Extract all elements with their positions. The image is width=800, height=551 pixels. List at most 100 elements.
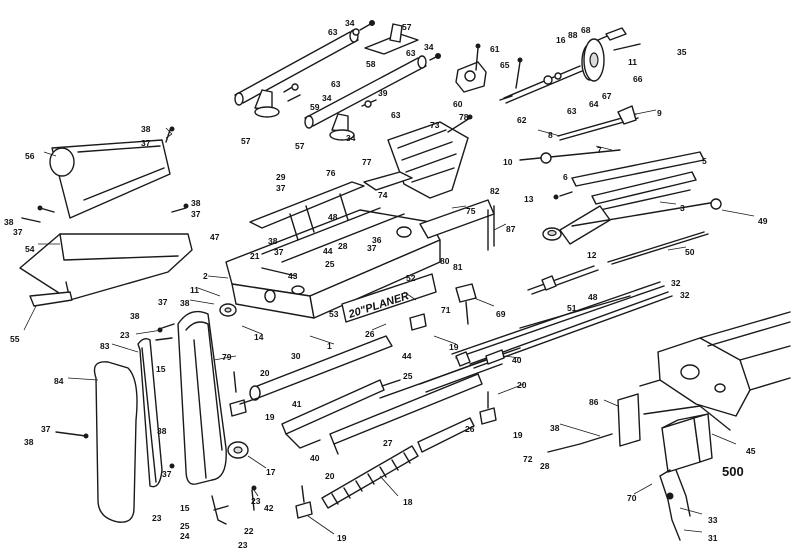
part-number-label: 38: [130, 311, 140, 321]
part-number-label: 26: [465, 424, 475, 434]
part-number-label: 65: [500, 60, 510, 70]
part-number-label: 44: [402, 351, 412, 361]
part-number-label: 53: [329, 309, 339, 319]
part-number-label: 44: [323, 246, 333, 256]
part-number-label: 19: [449, 342, 459, 352]
part-number-label: 6: [563, 172, 568, 182]
part-number-label: 9: [657, 108, 662, 118]
part-number-label: 69: [496, 309, 506, 319]
part-number-label: 48: [328, 212, 338, 222]
part-number-label: 38: [180, 298, 190, 308]
part-number-label: 72: [523, 454, 533, 464]
part-number-label: 2: [203, 271, 208, 281]
part-number-label: 63: [406, 48, 416, 58]
part-number-label: 68: [581, 25, 591, 35]
part-number-label: 15: [180, 503, 190, 513]
part-number-label: 38: [268, 236, 278, 246]
part-number-label: 58: [366, 59, 376, 69]
table-rollers: [239, 335, 521, 509]
part-number-label: 38: [550, 423, 560, 433]
part-number-label: 57: [402, 22, 412, 32]
part-number-label: 25: [403, 371, 413, 381]
part-number-label: 22: [244, 526, 254, 536]
part-number-label: 28: [338, 241, 348, 251]
part-number-label: 32: [671, 278, 681, 288]
part-number-label: 16: [556, 35, 566, 45]
part-number-label: 67: [602, 91, 612, 101]
part-number-label: 35: [677, 47, 687, 57]
part-number-label: 63: [328, 27, 338, 37]
part-number-label: 81: [453, 262, 463, 272]
part-number-label: 20: [260, 368, 270, 378]
part-number-label: 11: [628, 57, 637, 67]
part-number-label: 52: [406, 273, 416, 283]
part-number-label: 79: [222, 352, 232, 362]
part-number-label: 42: [264, 503, 274, 513]
part-number-label: 57: [241, 136, 251, 146]
part-number-label: 37: [274, 247, 284, 257]
part-number-label: 78: [459, 112, 469, 122]
part-number-label: 5: [702, 156, 707, 166]
part-number-label: 84: [54, 376, 64, 386]
part-number-label: 37: [191, 209, 201, 219]
part-number-label: 15: [156, 364, 166, 374]
feed-shafts: [519, 105, 722, 265]
part-number-label: 33: [708, 515, 718, 525]
planer-base: [225, 171, 495, 325]
table-frame: [639, 311, 791, 417]
part-number-label: 87: [506, 224, 516, 234]
part-number-label: 80: [440, 256, 450, 266]
part-number-label: 10: [503, 157, 513, 167]
infeed-table: [19, 126, 193, 307]
part-number-label: 38: [24, 437, 34, 447]
part-number-label: 11: [190, 285, 199, 295]
part-number-label: 23: [238, 540, 248, 550]
part-number-label: 63: [331, 79, 341, 89]
part-number-label: 61: [490, 44, 500, 54]
part-number-label: 14: [254, 332, 264, 342]
part-number-label: 48: [588, 292, 598, 302]
part-number-label: 1: [327, 341, 332, 351]
part-number-label: 40: [310, 453, 320, 463]
part-number-label: 47: [210, 232, 220, 242]
part-number-label: 30: [291, 351, 301, 361]
part-number-label: 34: [345, 18, 355, 28]
part-number-label: 31: [708, 533, 718, 543]
part-number-label: 37: [158, 297, 168, 307]
leader-lines: [23, 109, 755, 535]
part-number-label: 17: [266, 467, 276, 477]
drive-belts: [55, 303, 249, 523]
part-number-label: 49: [758, 216, 768, 226]
part-number-label: 36: [372, 235, 382, 245]
part-number-label: 19: [513, 430, 523, 440]
part-number-label: 19: [265, 412, 275, 422]
part-number-label: 38: [4, 217, 14, 227]
sheet-number-label: 500: [722, 464, 744, 479]
part-number-label: 37: [13, 227, 23, 237]
part-number-label: 37: [141, 138, 151, 148]
switch-box: [547, 393, 731, 541]
part-number-label: 34: [346, 133, 356, 143]
part-number-label: 86: [589, 397, 599, 407]
part-number-label: 20: [517, 380, 527, 390]
upper-rollers-assembly: [234, 20, 441, 141]
part-number-label: 51: [567, 303, 577, 313]
part-number-label: 88: [568, 30, 578, 40]
part-number-label: 38: [157, 426, 167, 436]
part-number-label: 7: [597, 145, 602, 155]
part-number-label: 60: [453, 99, 463, 109]
part-number-label: 73: [430, 120, 440, 130]
part-number-label: 39: [378, 88, 388, 98]
part-number-label: 77: [362, 157, 372, 167]
part-number-label: 25: [180, 521, 190, 531]
part-number-label: 28: [540, 461, 550, 471]
part-number-label: 21: [250, 251, 260, 261]
part-number-label: 50: [685, 247, 695, 257]
part-number-label: 32: [680, 290, 690, 300]
part-number-label: 26: [365, 329, 375, 339]
part-number-label: 64: [589, 99, 599, 109]
part-number-label: 38: [141, 124, 151, 134]
part-number-label: 23: [120, 330, 130, 340]
part-number-label: 25: [325, 259, 335, 269]
